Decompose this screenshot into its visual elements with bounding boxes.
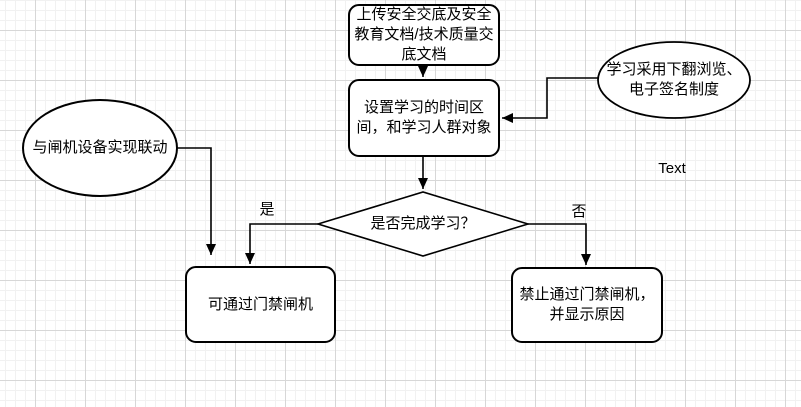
- edge-decision-no-to-deny[interactable]: [528, 223, 591, 265]
- edge-label-no[interactable]: 否: [571, 202, 587, 220]
- node-set-learning-time[interactable]: [348, 79, 500, 157]
- edge-sign-to-settime[interactable]: [502, 77, 598, 123]
- edge-decision-yes-to-allow[interactable]: [245, 223, 318, 264]
- edge-label-yes[interactable]: 是: [259, 200, 275, 218]
- node-upload-docs[interactable]: [348, 4, 500, 66]
- node-allow-pass[interactable]: [185, 266, 336, 343]
- edge-gatelink-arrow[interactable]: [177, 147, 216, 255]
- floating-text-label[interactable]: Text: [658, 159, 686, 177]
- node-decision-diamond[interactable]: [315, 191, 531, 257]
- node-sign-system-ellipse[interactable]: [597, 41, 751, 119]
- node-deny-pass[interactable]: [511, 267, 663, 343]
- node-gate-link-ellipse[interactable]: [22, 99, 178, 197]
